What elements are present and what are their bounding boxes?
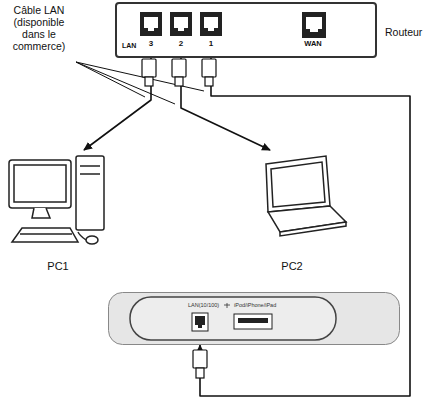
computer: PC1 [6,150,110,278]
port-label: iPod/iPhone/iPad [234,302,276,308]
rj45-port [139,11,163,37]
router-box: LANWANRouteur321 [115,2,377,58]
port-slot [144,17,158,31]
port-number: 2 [179,39,183,48]
plug-boot [205,77,213,86]
port-frame [170,12,192,36]
port-number: 3 [149,39,153,48]
monitor-stand [32,208,50,218]
laptop-edge [280,222,346,236]
lan-port: 2 [169,11,193,53]
computer-label: PC1 [47,260,68,273]
lan-plug [142,59,156,77]
port-number: 1 [209,39,213,48]
lan-plug [202,59,216,77]
port-frame [200,12,222,36]
usb-tongue [238,318,268,323]
lan-jack-slot [195,316,205,328]
device-rear-panel [108,292,400,345]
mouse [86,236,98,244]
port-label: LAN(10/100) [188,302,219,308]
leader-line [76,62,145,97]
keyboard [12,228,78,242]
panel [109,293,400,345]
rj45-port [169,11,193,37]
plug-boot [196,368,204,378]
device-panel: LAN(10/100) iPod/iPhone/iPad [108,292,400,345]
desktop-pc [6,150,110,256]
monitor [9,160,71,208]
desktop-pc-drawing [9,156,104,244]
laptop-screen [271,162,325,207]
key-row [20,233,72,235]
wan-port [301,11,327,39]
port-group-label: LAN [122,42,136,50]
plug-boot [145,77,153,86]
callout-text: Câble LAN (disponible dans le commerce) [2,4,76,52]
lan-port: 3 [139,11,163,53]
plug-boot [175,77,183,86]
computer: PC2 [244,150,348,278]
port-frame [140,12,162,36]
device-name: Routeur [385,26,422,38]
laptop-lid [266,156,330,212]
port-slot [306,17,322,32]
port-frame [302,12,326,38]
laptop-drawing [266,156,346,236]
drive-slot [80,173,100,175]
usb-port [234,314,272,329]
screen [14,165,66,202]
tower [76,156,104,230]
laptop-pc [244,150,348,256]
port-slot [204,17,218,31]
mouse-cord [78,232,86,240]
usb-symbol [224,303,230,308]
lan-plug [172,59,186,77]
port-label: WAN [304,40,322,49]
lan-cable [181,53,270,150]
lan-jack [192,313,208,331]
drive-slot [80,165,100,167]
leader-line [76,62,175,104]
lan-port: 1 [199,11,223,53]
port-slot [174,17,188,31]
computer-label: PC2 [281,260,302,273]
rj45-port [199,11,223,37]
connector-oval [130,297,336,340]
lan-plug [193,350,207,368]
lan-cable [84,53,151,150]
